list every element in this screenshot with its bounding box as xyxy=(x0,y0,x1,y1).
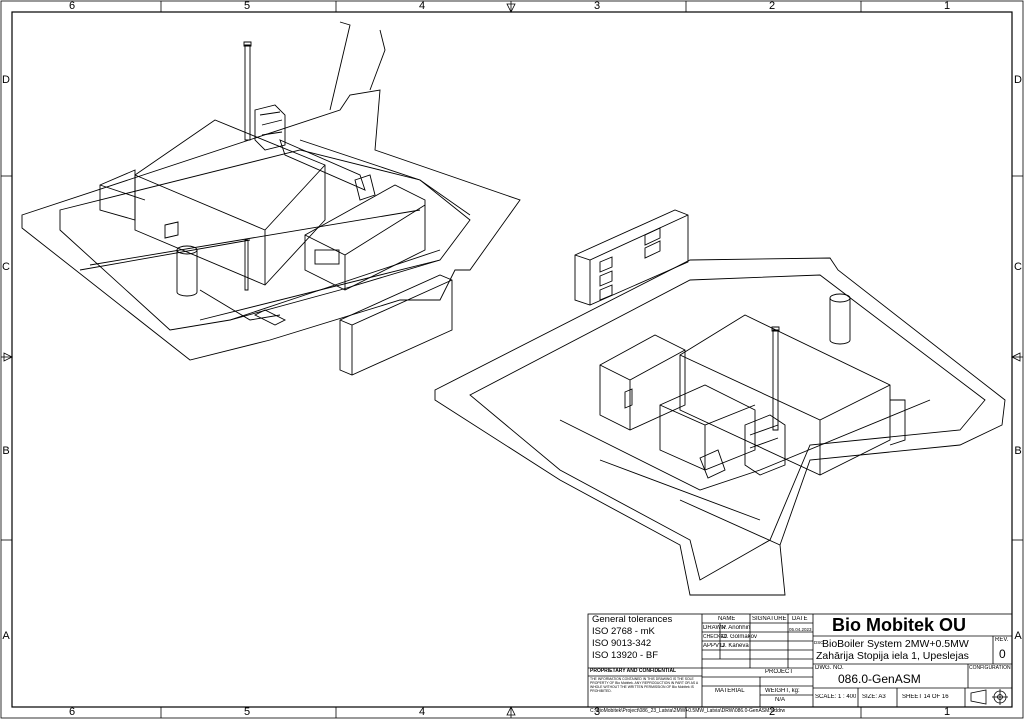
zone-row-b-left: B xyxy=(2,445,10,457)
proprietary-text: THE INFORMATION CONTAINED IN THIS DRAWIN… xyxy=(590,677,698,693)
wall-panel xyxy=(574,209,689,306)
site-plan-left xyxy=(21,21,521,376)
drawn-name: P. Anohhin xyxy=(722,625,751,631)
projection-symbol xyxy=(970,689,1008,705)
zone-col-3-top: 3 xyxy=(593,0,601,12)
appvd-name: J. Kaneva xyxy=(722,643,749,649)
col-name-header: NAME xyxy=(718,616,736,622)
zone-row-a-right: A xyxy=(1014,630,1022,642)
sheet-number: SHEET 14 OF 16 xyxy=(902,694,949,700)
checked-label: CHECKED xyxy=(703,634,728,640)
material-label: MATERIAL xyxy=(715,688,745,694)
zone-row-d-left: D xyxy=(2,74,10,86)
proprietary-heading: PROPRIETARY AND CONFIDENTIAL xyxy=(590,668,677,674)
zone-col-6-bottom: 6 xyxy=(68,706,76,718)
zone-row-b-right: B xyxy=(1014,445,1022,457)
weight-label: WEIGHT, kg: xyxy=(765,688,800,694)
drawing-title-line1: BioBoiler System 2MW+0.5MW xyxy=(822,639,969,650)
scale-value: SCALE: 1 : 400 xyxy=(815,694,857,700)
company-name: Bio Mobitek OU xyxy=(832,615,966,635)
description-label: DSC xyxy=(814,640,824,645)
file-path: C:\BioMobitek\Project\086_23_Latvia\2MW+… xyxy=(590,708,786,714)
tolerance-iso-9013: ISO 9013-342 xyxy=(592,639,652,649)
zone-col-5-top: 5 xyxy=(243,0,251,12)
zone-col-5-bottom: 5 xyxy=(243,706,251,718)
drawn-date: 05.04.2023 xyxy=(789,627,812,632)
zone-col-4-bottom: 4 xyxy=(418,706,426,718)
zone-col-1-bottom: 1 xyxy=(943,706,951,718)
zone-row-d-right: D xyxy=(1014,74,1022,86)
configuration-label: CONFIGURATION xyxy=(969,665,1011,671)
weight-value: N/A xyxy=(775,697,786,703)
checked-name: O. Golmakov xyxy=(722,634,758,640)
zone-col-2-top: 2 xyxy=(768,0,776,12)
project-label: PROJECT xyxy=(765,669,794,675)
drawn-label: DRAWN xyxy=(703,625,726,631)
drawing-title-line2: Zahārija Stopija iela 1, Upeslejas xyxy=(816,651,969,662)
rev-label: REV. xyxy=(995,637,1009,643)
inner-border xyxy=(11,11,1013,708)
tolerance-iso-2768: ISO 2768 - mK xyxy=(592,627,655,637)
zone-row-c-right: C xyxy=(1014,261,1022,273)
zone-col-2-bottom: 2 xyxy=(768,706,776,718)
sheet-size: SIZE: A3 xyxy=(862,694,886,700)
zone-col-4-top: 4 xyxy=(418,0,426,12)
zone-col-1-top: 1 xyxy=(943,0,951,12)
drawing-number: 086.0-GenASM xyxy=(838,673,921,686)
site-plan-right xyxy=(434,257,1006,596)
col-signature-header: SIGNATURE xyxy=(752,616,787,622)
appvd-label: APPV'D xyxy=(703,643,725,649)
zone-col-6-top: 6 xyxy=(68,0,76,12)
tolerance-iso-13920: ISO 13920 - BF xyxy=(592,651,659,661)
dwg-no-label: DWG. NO. xyxy=(815,665,844,671)
rev-value: 0 xyxy=(999,648,1006,661)
zone-row-a-left: A xyxy=(2,630,10,642)
zone-col-3-bottom: 3 xyxy=(593,706,601,718)
title-block-frame xyxy=(587,613,1013,708)
col-date-header: DATE xyxy=(792,616,808,622)
tolerances-heading: General tolerances xyxy=(592,615,673,625)
zone-row-c-left: C xyxy=(2,261,10,273)
